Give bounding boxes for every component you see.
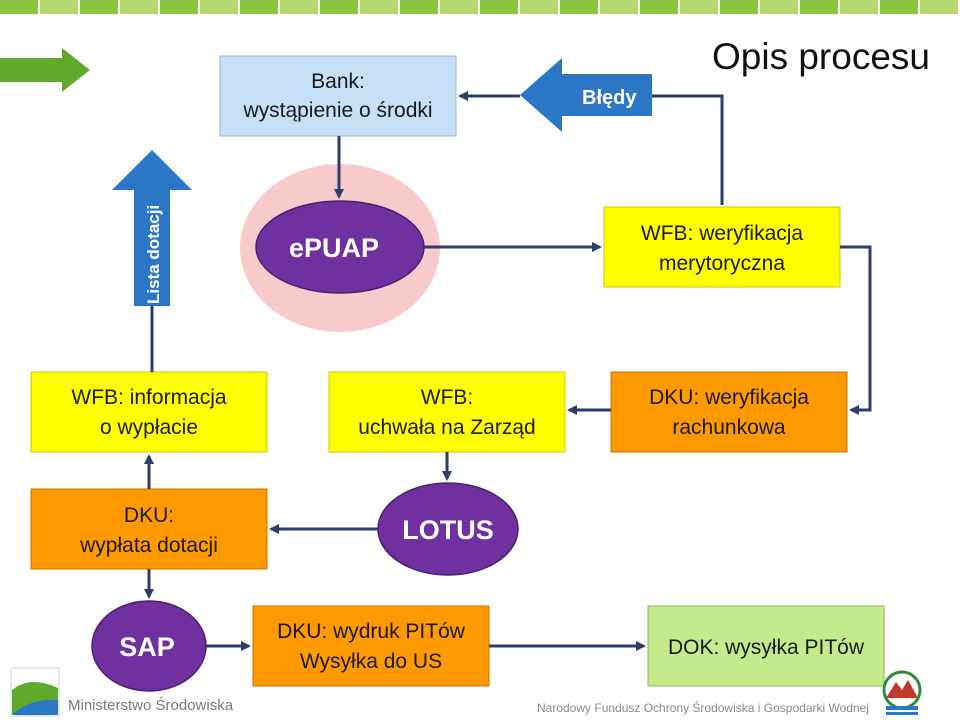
bledy-arrow-icon (520, 58, 652, 132)
dok-wysylka-box (647, 605, 885, 687)
wfb-weryfikacja-box (603, 206, 841, 288)
connectors (144, 91, 872, 651)
dku-wyplata-line1: DKU: (124, 504, 174, 527)
bledy-label: Błędy (582, 87, 637, 109)
lotus-label: LOTUS (402, 515, 494, 545)
bank-box (219, 55, 457, 137)
wfb-informacja-line2: o wypłacie (100, 416, 198, 439)
wfb-weryfikacja-line2: merytoryczna (659, 252, 785, 275)
green-arrow-icon (0, 48, 90, 92)
wfb-uchwala-line2: uchwała na Zarząd (358, 416, 535, 439)
dku-wyplata-box (30, 488, 268, 570)
dku-weryfikacja-line1: DKU: weryfikacja (649, 386, 809, 409)
epuap-label: ePUAP (289, 233, 379, 263)
dku-wydruk-box (252, 605, 490, 687)
dku-weryfikacja-box (610, 371, 848, 453)
ministry-logo-icon (10, 667, 60, 717)
dok-wysylka-label: DOK: wysyłka PITów (668, 636, 865, 659)
bank-line1: Bank: (311, 70, 365, 93)
nfosigw-logo-icon (882, 670, 922, 715)
wfb-uchwala-box (328, 371, 566, 453)
connector-weryfikacja-to-dku (840, 245, 872, 415)
dku-wyplata-line2: wypłata dotacji (79, 534, 218, 557)
footer-ministry-name: Ministerstwo Środowiska (68, 697, 234, 714)
wfb-uchwala-line1: WFB: (421, 386, 474, 409)
top-decorative-bar (0, 0, 960, 14)
wfb-informacja-box (30, 371, 268, 453)
lista-dotacji-label: Lista dotacji (144, 205, 163, 304)
footer-fund-name: Narodowy Fundusz Ochrony Środowiska i Go… (537, 701, 869, 715)
page-title: Opis procesu (712, 36, 930, 77)
sap-label: SAP (119, 632, 175, 662)
bank-line2: wystąpienie o środki (242, 99, 432, 122)
dku-weryfikacja-line2: rachunkowa (672, 416, 786, 439)
connector-weryfikacja-to-bledy (652, 94, 724, 205)
wfb-weryfikacja-line1: WFB: weryfikacja (641, 222, 804, 245)
wfb-informacja-line1: WFB: informacja (71, 386, 227, 409)
lista-dotacji-arrow-icon (112, 150, 192, 306)
dku-wydruk-line1: DKU: wydruk PITów (277, 620, 466, 643)
dku-wydruk-line2: Wysyłka do US (300, 650, 442, 673)
